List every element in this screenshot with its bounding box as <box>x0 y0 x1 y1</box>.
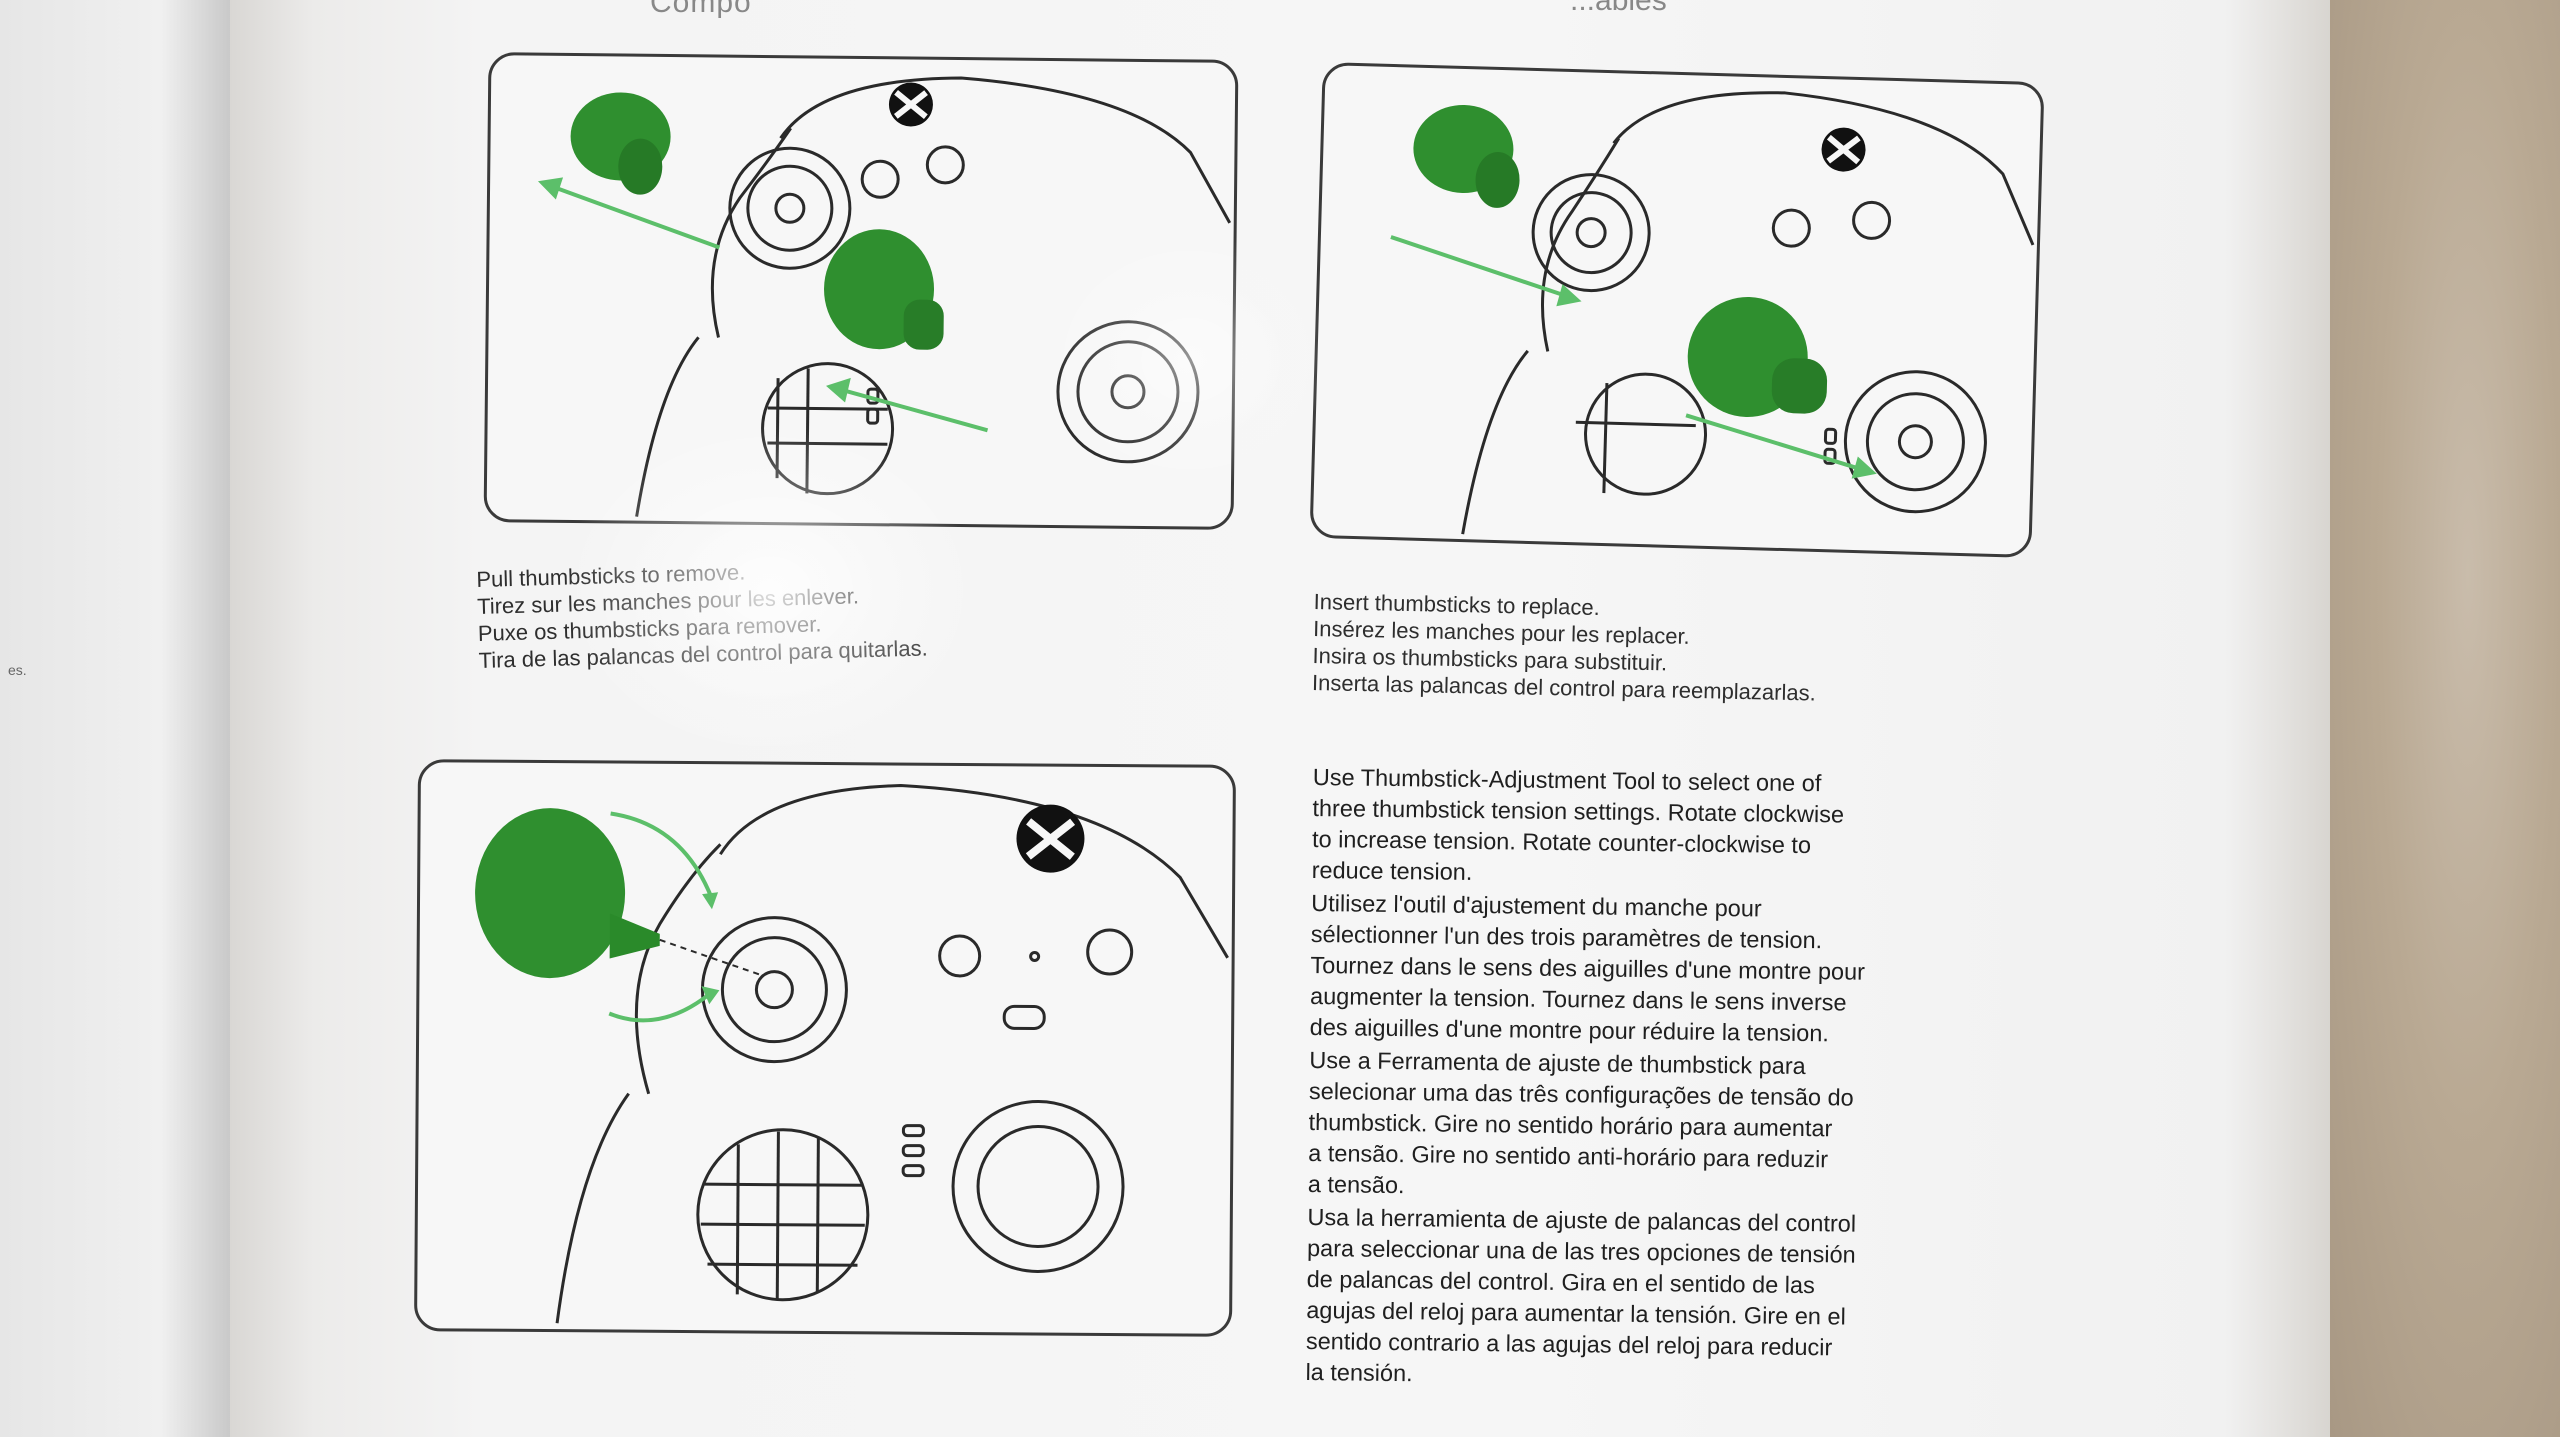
line: la tensión. <box>1305 1358 1413 1387</box>
line: a tensão. <box>1307 1170 1405 1199</box>
line: three thumbstick tension settings. Rotat… <box>1312 794 1845 828</box>
arrow-icon <box>608 811 712 1023</box>
line: thumbstick. Gire no sentido horário para… <box>1308 1108 1833 1142</box>
illustration-remove-thumbsticks <box>483 52 1239 530</box>
line: de palancas del control. Gira en el sent… <box>1306 1265 1815 1299</box>
line: Use a Ferramenta de ajuste de thumbstick… <box>1309 1046 1806 1080</box>
arrow-icon <box>1390 235 1877 479</box>
tension-instructions: Use Thumbstick-Adjustment Tool to select… <box>1305 762 1953 1398</box>
line: des aiguilles d'une montre pour réduire … <box>1309 1013 1830 1047</box>
line: Utilisez l'outil d'ajustement du manche … <box>1311 889 1762 922</box>
xbox-logo-icon <box>1821 127 1866 172</box>
controller-outline <box>779 76 1232 224</box>
adjust-illustration-svg <box>475 784 1229 1324</box>
line: sélectionner l'un des trois paramètres d… <box>1310 920 1823 954</box>
tension-instructions-fr: Utilisez l'outil d'ajustement du manche … <box>1310 888 1952 1051</box>
adjustment-tool-icon <box>475 808 760 979</box>
tension-instructions-pt: Use a Ferramenta de ajuste de thumbstick… <box>1308 1045 1950 1208</box>
tension-instructions-es: Usa la herramienta de ajuste de palancas… <box>1305 1202 1947 1396</box>
line: agujas del reloj para aumentar la tensió… <box>1306 1296 1846 1330</box>
cropped-heading-left: Compo <box>650 0 752 19</box>
insert-illustration-svg <box>1390 91 2035 535</box>
line: reduce tension. <box>1311 856 1473 885</box>
thumbstick-icon <box>1413 104 1828 417</box>
line: para seleccionar una de las tres opcione… <box>1306 1234 1856 1268</box>
line: selecionar uma das três configurações de… <box>1308 1077 1854 1111</box>
remove-illustration-svg <box>537 76 1232 517</box>
line: augmenter la tension. Tournez dans le se… <box>1309 982 1847 1016</box>
line: sentido contrario a las agujas del reloj… <box>1305 1327 1833 1361</box>
illustration-adjust-tension <box>414 759 1236 1337</box>
line: a tensão. Gire no sentido anti-horário p… <box>1308 1139 1829 1173</box>
tension-instructions-en: Use Thumbstick-Adjustment Tool to select… <box>1311 762 1952 894</box>
thumbstick-icon <box>570 92 944 350</box>
previous-page-edge: es. <box>0 0 230 1437</box>
xbox-logo-icon <box>1016 804 1085 873</box>
line: to increase tension. Rotate counter-cloc… <box>1311 825 1812 859</box>
line: Use Thumbstick-Adjustment Tool to select… <box>1312 763 1822 797</box>
caption-remove: Pull thumbsticks to remove. Tirez sur le… <box>476 553 928 674</box>
illustration-insert-thumbsticks <box>1309 62 2045 558</box>
xbox-logo-icon <box>888 82 933 127</box>
line: Usa la herramienta de ajuste de palancas… <box>1307 1203 1857 1237</box>
line: Tournez dans le sens des aiguilles d'une… <box>1310 951 1866 985</box>
cropped-heading-right: ...ables <box>1570 0 1667 17</box>
caption-replace: Insert thumbsticks to replace. Insérez l… <box>1312 588 1818 707</box>
page-fragment-text: es. <box>8 662 27 678</box>
countertop-background <box>2330 0 2560 1437</box>
